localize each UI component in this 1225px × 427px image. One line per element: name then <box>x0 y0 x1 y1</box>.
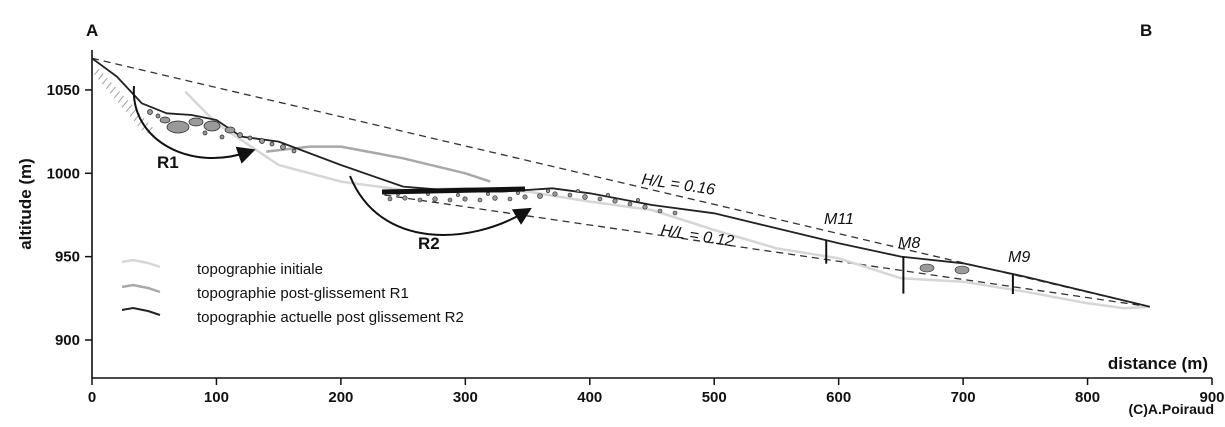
x-tick-label: 200 <box>328 389 353 406</box>
x-tick-label: 700 <box>951 389 976 406</box>
label-point-b: B <box>1140 21 1152 40</box>
slide-label-r2: R2 <box>418 234 440 253</box>
legend-label-post-r1: topographie post-glissement R1 <box>197 285 409 302</box>
x-axis-label: distance (m) <box>1108 354 1208 373</box>
y-tick-label: 1050 <box>47 82 80 99</box>
site-label-m11: M11 <box>824 211 854 228</box>
debris-deposit-r1 <box>147 109 297 154</box>
hl-label-012: H/L = 0.12 <box>659 222 735 250</box>
hl-label-016: H/L = 0.16 <box>640 171 716 199</box>
legend: topographie initiale topographie post-gl… <box>121 258 464 326</box>
x-tick-label: 400 <box>577 389 602 406</box>
bedrock-hatch <box>92 69 155 134</box>
legend-label-current: topographie actuelle post glissement R2 <box>197 309 464 326</box>
x-tick-label: 100 <box>204 389 229 406</box>
r1-slip-arrow <box>132 85 256 164</box>
legend-swatch-post-r1 <box>121 283 161 294</box>
x-tick-label: 500 <box>702 389 727 406</box>
x-tick-label: 300 <box>453 389 478 406</box>
x-tick-label: 0 <box>88 389 96 406</box>
label-point-a: A <box>86 21 98 40</box>
measurement-sites <box>825 240 1014 294</box>
x-tick-label: 600 <box>826 389 851 406</box>
y-tick-label: 950 <box>55 249 80 266</box>
y-tick-label: 1000 <box>47 165 80 182</box>
reference-line-1 <box>384 194 1150 308</box>
x-axis-ticks: 0 100 200 300 400 500 600 700 800 900 <box>88 378 1225 406</box>
profile-line-0 <box>184 90 1150 310</box>
legend-label-initial: topographie initiale <box>197 261 323 278</box>
legend-swatch-initial <box>121 258 161 269</box>
site-label-m9: M9 <box>1008 249 1030 266</box>
slide-label-r1: R1 <box>157 153 179 172</box>
x-tick-label: 900 <box>1199 389 1224 406</box>
y-tick-label: 900 <box>55 332 80 349</box>
profile-line-1 <box>266 145 491 183</box>
credit-text: (C)A.Poiraud <box>1128 401 1214 417</box>
y-axis-label: altitude (m) <box>16 158 35 250</box>
x-tick-label: 800 <box>1075 389 1100 406</box>
site-label-m8: M8 <box>898 235 920 252</box>
y-axis-ticks: 900 950 1000 1050 <box>47 82 92 349</box>
legend-swatch-current <box>121 306 161 316</box>
r2-slip-arrow <box>349 175 532 236</box>
debris-deposit-r2 <box>387 188 970 275</box>
r2-shear-plane <box>381 186 526 195</box>
